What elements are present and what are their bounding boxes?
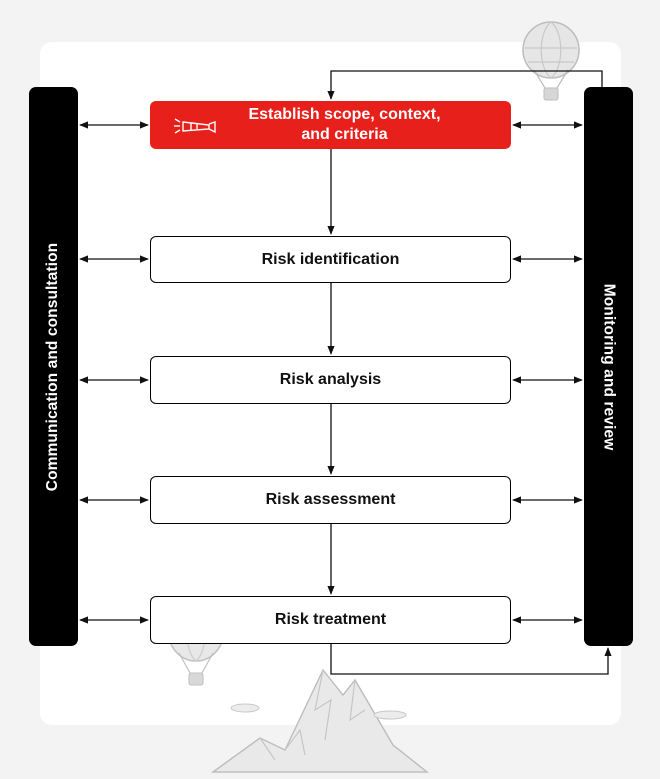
- step-label: Risk assessment: [265, 491, 396, 508]
- mountain-illustration: [210, 668, 430, 773]
- hot-air-balloon-icon: [522, 21, 580, 101]
- step-risk-treatment: Risk treatment: [150, 596, 511, 644]
- step-label: Risk identification: [261, 250, 400, 268]
- step-label: Establish scope, context, and criteria: [248, 106, 441, 143]
- step-label: Risk treatment: [274, 611, 387, 628]
- monitoring-bar: Monitoring and review: [584, 87, 633, 646]
- flashlight-icon: [174, 118, 216, 134]
- step-risk-assessment: Risk assessment: [150, 476, 511, 524]
- communication-bar: Communication and consultation: [29, 87, 78, 646]
- step-establish-scope: Establish scope, context, and criteria: [150, 101, 511, 149]
- feedback-loop-bottom: [330, 644, 612, 675]
- step-label: Risk analysis: [279, 371, 382, 388]
- step-risk-analysis: Risk analysis: [150, 356, 511, 404]
- communication-bar-label: Communication and consultation: [44, 242, 62, 491]
- feedback-loop-top: [327, 70, 603, 100]
- step-risk-identification: Risk identification: [150, 236, 511, 283]
- monitoring-bar-label: Monitoring and review: [600, 283, 618, 450]
